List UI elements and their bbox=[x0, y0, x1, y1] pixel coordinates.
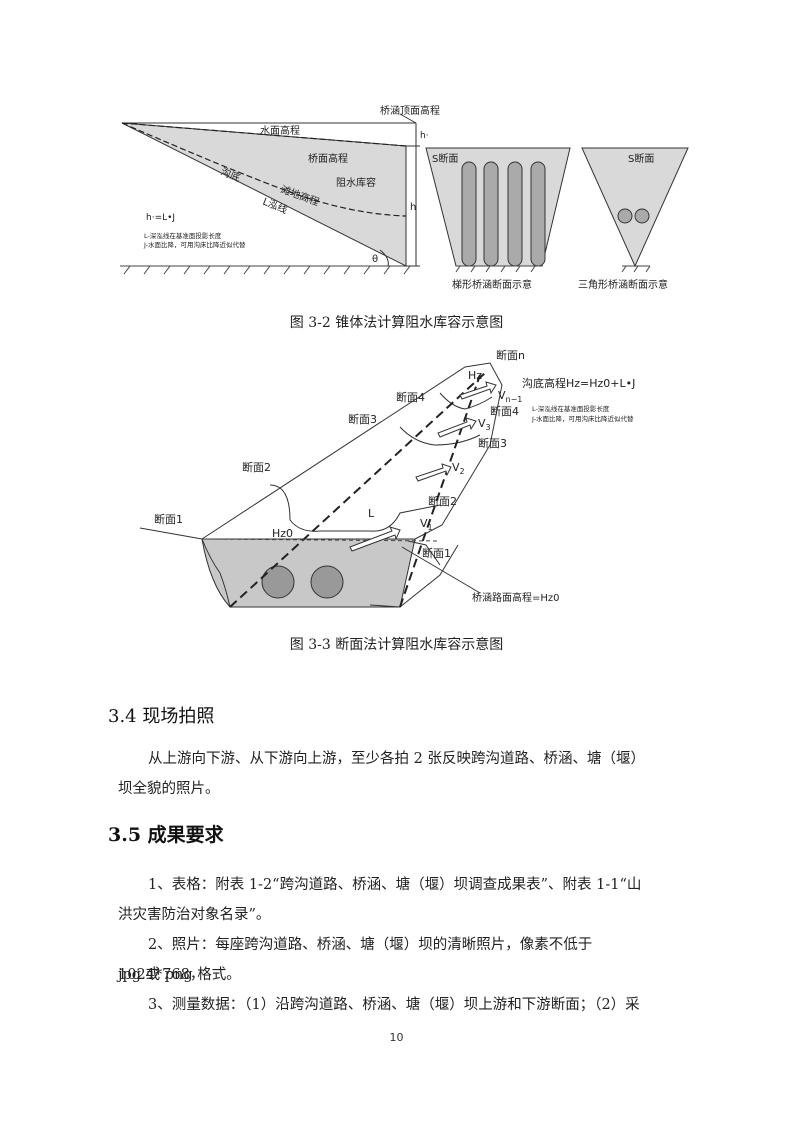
water-level-line bbox=[121, 122, 407, 147]
item2-line1: 2、照片：每座跨沟道路、桥涵、塘（堰）坝的清晰照片，像素不低于 1024*768… bbox=[118, 937, 593, 983]
culvert-pillars bbox=[461, 161, 546, 267]
label-water-level: 水面高程 bbox=[260, 124, 300, 137]
thalweg-dashed bbox=[229, 372, 486, 608]
figure-cone-method: 桥涵顶面高程 h· 水面高程 桥面高程 沟底 阻水库容 滩地高程 L泓线 h θ… bbox=[120, 104, 689, 291]
label-l: L bbox=[368, 507, 375, 520]
section2-curve bbox=[269, 484, 441, 532]
section-3-4-para-line1: 从上游向下游、从下游向上游，至少各拍 2 张反映跨沟道路、桥涵、塘（堰） bbox=[148, 751, 645, 767]
dashed-line-2 bbox=[399, 374, 481, 608]
label-hz0: Hz0 bbox=[272, 527, 293, 540]
item1-line2: 洪灾害防治对象名录”。 bbox=[118, 907, 271, 923]
label-h-prime: h· bbox=[420, 131, 429, 141]
section4-curve bbox=[439, 392, 493, 410]
label-v2: V2 bbox=[452, 461, 465, 476]
label-section-n: 断面n bbox=[496, 348, 525, 362]
label-note-1: L-深泓线在基准面投影长度 bbox=[144, 231, 222, 240]
label-section4-left: 断面4 bbox=[396, 390, 425, 404]
figure1-caption: 图 3-2 锥体法计算阻水库容示意图 bbox=[289, 315, 504, 331]
dashed-line-3 bbox=[201, 538, 441, 542]
label-note-2: J-水面比降，可用沟床比降近似代替 bbox=[531, 414, 634, 423]
floodplain-line bbox=[121, 122, 407, 217]
deck-pointer bbox=[401, 546, 481, 594]
terrain-outline bbox=[139, 362, 503, 566]
figure-section-method: 断面n Hz 沟底高程Hz=Hz0+L•J Vn−1 断面4 断面4 L-深泓线… bbox=[139, 348, 635, 608]
triangle-section bbox=[581, 147, 689, 268]
label-deck-elevation: 桥面高程 bbox=[308, 152, 348, 165]
section3-curve bbox=[399, 426, 481, 446]
page-number: 10 bbox=[389, 1031, 404, 1044]
label-note-1: L-深泓线在基准面投影长度 bbox=[532, 404, 610, 413]
item3-line1: 3、测量数据：（1）沿跨沟道路、桥涵、塘（堰）坝上游和下游断面；（2）采 bbox=[148, 997, 640, 1013]
label-top-elevation: 桥涵顶面高程 bbox=[380, 104, 440, 117]
label-section1-left: 断面1 bbox=[154, 512, 183, 526]
label-triangle-caption: 三角形桥涵断面示意 bbox=[578, 278, 668, 291]
label-trapezoid-caption: 梯形桥涵断面示意 bbox=[452, 278, 532, 291]
label-section3-left: 断面3 bbox=[348, 412, 377, 426]
flow-arrows bbox=[349, 381, 497, 552]
section-3-5-heading: 3.5 成果要求 bbox=[108, 824, 224, 846]
label-deck-formula: 桥涵路面高程=Hz0 bbox=[472, 591, 560, 604]
label-s-section-1: S断面 bbox=[432, 152, 458, 165]
label-section2-left: 断面2 bbox=[242, 460, 271, 474]
item1-line1: 1、表格：附表 1-2“跨沟道路、桥涵、塘（堰）坝调查成果表”、附表 1-1“山 bbox=[148, 877, 642, 893]
label-section2-right: 断面2 bbox=[428, 494, 457, 508]
section-3-4-para-line2: 坝全貌的照片。 bbox=[118, 781, 220, 797]
label-s-section-2: S断面 bbox=[628, 152, 654, 165]
section-3-4-heading: 3.4 现场拍照 bbox=[108, 706, 215, 727]
figure2-caption: 图 3-3 断面法计算阻水库容示意图 bbox=[289, 637, 504, 653]
label-bed-formula: 沟底高程Hz=Hz0+L•J bbox=[522, 376, 635, 390]
label-v3: V3 bbox=[478, 417, 491, 432]
reservoir-wedge bbox=[121, 122, 407, 267]
top-elevation-pointer bbox=[399, 113, 417, 124]
label-v-n1: Vn−1 bbox=[498, 389, 522, 404]
label-reservoir: 阻水库容 bbox=[336, 176, 376, 189]
label-v1: V1 bbox=[420, 517, 433, 532]
label-note-2: J-水面比降，可用沟床比降近似代替 bbox=[143, 240, 246, 249]
item2-line2: jpg 或 png 格式。 bbox=[118, 967, 241, 983]
label-section3-right: 断面3 bbox=[478, 436, 507, 450]
culvert-circles bbox=[617, 208, 650, 224]
label-section1-right: 断面1 bbox=[422, 546, 451, 560]
label-section4-right: 断面4 bbox=[490, 404, 519, 418]
label-hz: Hz bbox=[468, 369, 482, 382]
label-theta: θ bbox=[372, 254, 378, 265]
ground-line bbox=[120, 265, 420, 275]
culvert-circles bbox=[261, 565, 344, 599]
label-formula: h·=L•J bbox=[146, 213, 175, 223]
label-h: h bbox=[410, 202, 416, 213]
reservoir-area bbox=[201, 538, 416, 608]
